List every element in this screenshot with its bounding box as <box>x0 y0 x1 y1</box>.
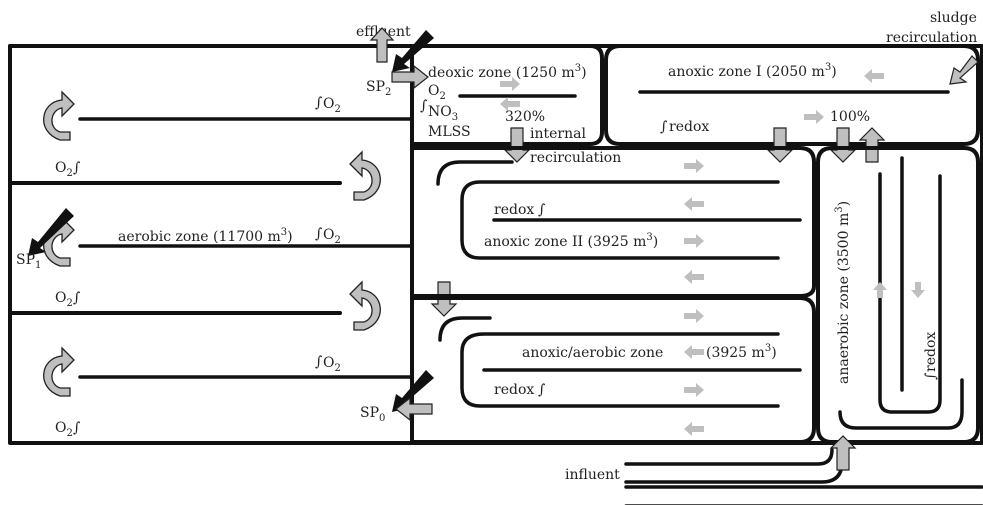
anaerobic-outer-channel <box>838 378 964 430</box>
influent-pipe-upper <box>624 448 834 466</box>
o2-label: O2 <box>55 290 73 309</box>
effluent-arrow-icon <box>369 27 395 63</box>
flow-arrow-icon <box>684 309 704 323</box>
anoxic-aerobic-inlet <box>438 316 492 342</box>
flow-arrow-icon <box>684 345 704 359</box>
anaerobic-zone-wall <box>816 146 980 444</box>
effluent-area: effluent SP2 <box>356 24 434 98</box>
redox-label: redox <box>494 202 534 218</box>
redox-label: redox <box>923 332 939 372</box>
anoxic-aerobic-volume: (3925 m3) <box>706 343 777 361</box>
anoxic-aerobic-zone-label: anoxic/aerobic zone <box>522 345 663 361</box>
o2-sensor-2: O2 ∫ <box>55 160 80 179</box>
deoxic-zone-wall <box>410 44 604 146</box>
anoxic-zone-1-wall <box>604 44 980 146</box>
anoxic-zone-1: anoxic zone I (2050 m3) ∫ redox 100% slu… <box>604 10 980 146</box>
sludge-label: sludge <box>930 10 977 26</box>
integral-icon: ∫ <box>73 290 80 306</box>
integral-icon: ∫ <box>315 226 322 242</box>
o2-sensor-4: O2 ∫ <box>55 290 80 309</box>
sp1-label: SP1 <box>16 252 41 271</box>
anoxic-aerobic-zone-wall <box>410 296 816 444</box>
curved-arrow-icon <box>349 280 381 331</box>
anaerobic-zone-label: anaerobic zone (3500 m3) <box>834 201 852 384</box>
o2-label: O2 <box>323 227 341 246</box>
o2-label: O2 <box>323 96 341 115</box>
aerobic-zone-label: aerobic zone (11700 m3) <box>118 227 293 245</box>
flow-arrow-icon <box>684 422 704 436</box>
curved-arrow-icon <box>349 150 381 201</box>
sludge-recirculation-percent: 100% <box>830 109 870 125</box>
anoxic-aerobic-channel-loop <box>460 332 780 408</box>
integral-icon: ∫ <box>538 382 545 398</box>
sample-point-arrow-icon <box>28 208 74 256</box>
deoxic-zone-label: deoxic zone (1250 m3) <box>428 63 587 81</box>
flow-arrow-icon <box>858 127 886 163</box>
anoxic-zone-2-label: anoxic zone II (3925 m3) <box>484 232 658 250</box>
anoxic-zone-2-inlet <box>436 160 514 186</box>
flow-arrow-icon <box>684 383 704 397</box>
flow-arrow-icon <box>684 159 704 173</box>
flow-arrow-icon <box>911 282 925 298</box>
internal-label: internal <box>530 126 586 142</box>
flow-arrow-icon <box>684 234 704 248</box>
flow-arrow-icon <box>864 69 884 83</box>
flow-arrow-icon <box>395 396 433 422</box>
integral-icon: ∫ <box>73 160 80 176</box>
mlss-label: MLSS <box>428 124 471 140</box>
curved-arrow-icon <box>43 346 75 397</box>
redox-label: redox <box>494 382 534 398</box>
flow-arrow-icon <box>500 77 520 91</box>
integral-icon: ∫ <box>923 373 939 380</box>
sp0-label: SP0 <box>360 405 385 424</box>
anoxic-zone-1-label: anoxic zone I (2050 m3) <box>668 62 837 80</box>
o2-label: O2 <box>428 83 446 102</box>
recirculation-label: recirculation <box>530 150 621 166</box>
flow-arrow-icon <box>684 197 704 211</box>
integral-icon: ∫ <box>660 119 667 135</box>
integral-icon: ∫ <box>315 95 322 111</box>
flow-arrow-icon <box>500 97 520 111</box>
flow-arrow-icon <box>804 110 824 124</box>
flow-arrow-icon <box>873 282 887 298</box>
influent-label: influent <box>565 467 620 483</box>
anaerobic-zone: anaerobic zone (3500 m3) redox ∫ <box>816 146 980 444</box>
curved-arrow-icon <box>43 90 75 141</box>
o2-sensor-6: O2 ∫ <box>55 420 80 439</box>
integral-icon: ∫ <box>315 354 322 370</box>
influent-arrow-icon <box>829 435 857 471</box>
o2-label: O2 <box>55 160 73 179</box>
deoxic-zone: deoxic zone (1250 m3) ∫ O2 NO3 MLSS 320%… <box>410 44 604 146</box>
sample-point-arrow-icon <box>392 370 434 412</box>
sp2-label: SP2 <box>366 79 391 98</box>
recirculation-label: recirculation <box>886 30 977 46</box>
integral-icon: ∫ <box>420 98 427 114</box>
flow-arrow-icon <box>391 64 429 90</box>
no3-label: NO3 <box>428 104 458 123</box>
integral-icon: ∫ <box>73 420 80 436</box>
o2-label: O2 <box>323 355 341 374</box>
o2-sensor-3: ∫ O2 <box>315 226 341 246</box>
flow-arrow-icon <box>684 270 704 284</box>
o2-sensor-1: ∫ O2 <box>315 95 341 115</box>
sample-point-arrow-icon <box>392 30 434 72</box>
redox-label: redox <box>669 119 709 135</box>
anoxic-aerobic-zone: anoxic/aerobic zone (3925 m3) redox ∫ SP… <box>360 296 816 444</box>
anoxic-zone-2-wall <box>410 146 816 298</box>
influent-area: influent <box>565 435 983 505</box>
o2-label: O2 <box>55 420 73 439</box>
anoxic-zone-2: recirculation redox ∫ anoxic zone II (39… <box>410 146 816 298</box>
anaerobic-inner-loop <box>878 172 942 414</box>
aerobic-zone: aerobic zone (11700 m3) ∫ O2 O2 ∫ ∫ O2 O… <box>8 44 414 445</box>
internal-recirculation-percent: 320% <box>505 109 545 125</box>
sludge-arrow-icon <box>949 55 979 85</box>
o2-sensor-5: ∫ O2 <box>315 354 341 374</box>
integral-icon: ∫ <box>538 202 545 218</box>
anoxic-zone-2-channel-loop <box>460 180 780 260</box>
